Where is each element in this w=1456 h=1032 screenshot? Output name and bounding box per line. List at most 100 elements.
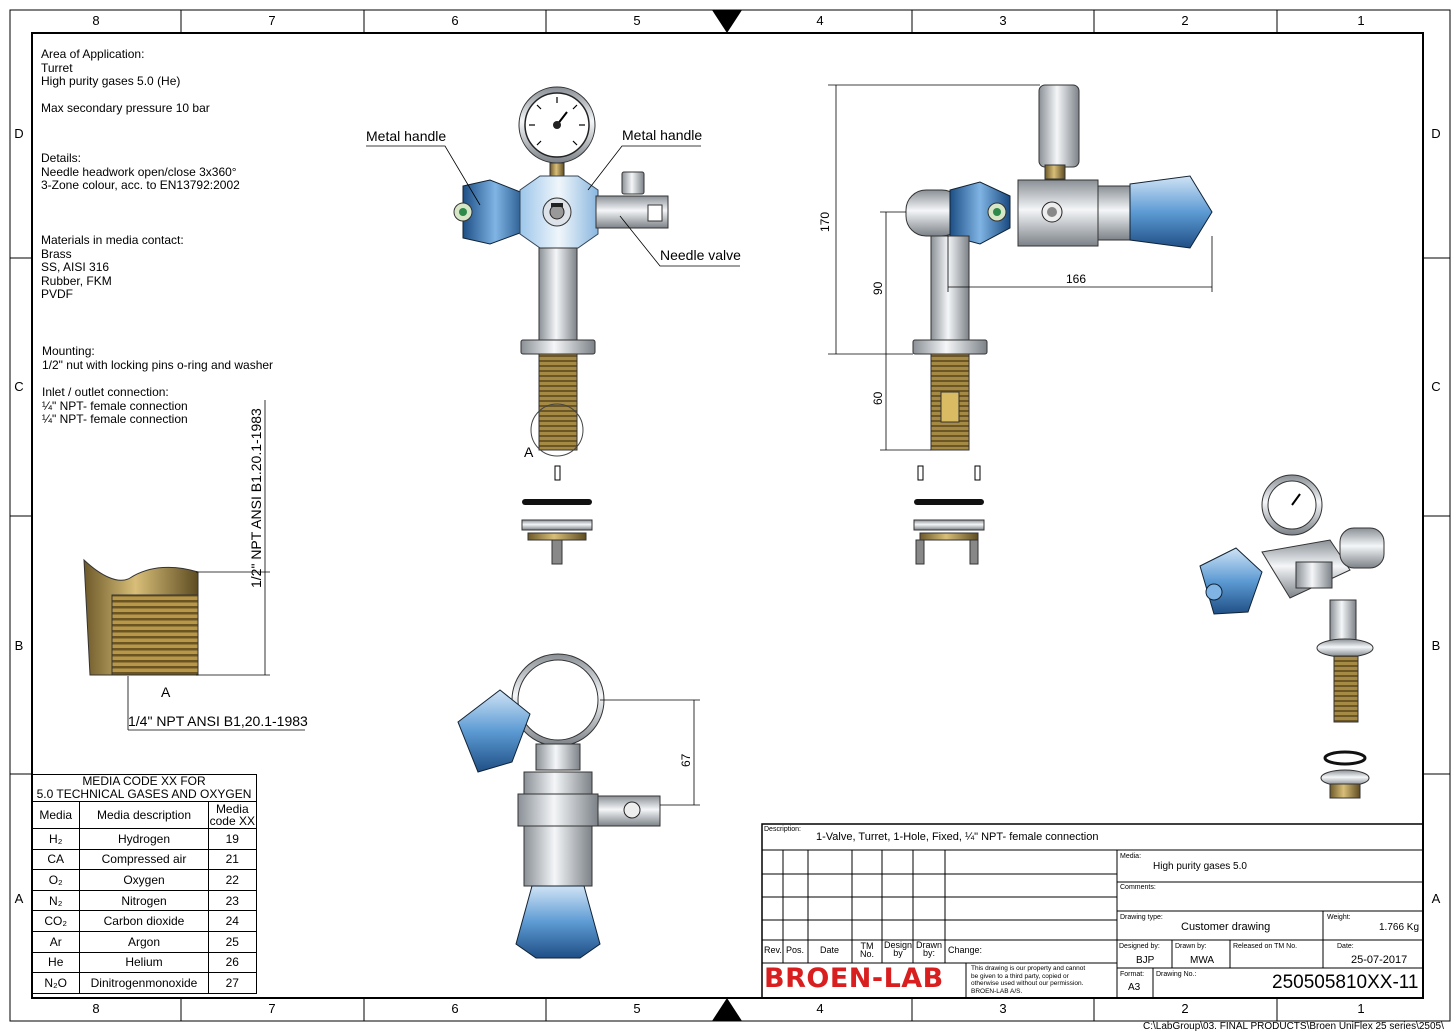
cell-code: 25: [207, 930, 258, 953]
max-pressure: Max secondary pressure 10 bar: [41, 101, 210, 115]
cell-media: He: [30, 951, 81, 974]
callout-metal-handle-right: Metal handle: [622, 127, 703, 143]
side-dimensions: [828, 84, 1213, 451]
callout-half-inch-thread: 1/2" NPT ANSI B1.20.1-1983: [248, 408, 264, 588]
callout-needle-valve: Needle valve: [660, 247, 741, 263]
cell-media: Ar: [30, 930, 81, 953]
drawing-type-value: Customer drawing: [1181, 921, 1271, 933]
designed-by-value: BJP: [1136, 955, 1155, 966]
cell-description: Nitrogen: [79, 889, 209, 912]
mounting-title: Mounting:: [42, 344, 95, 358]
col-label-2-bottom: 2: [1181, 1001, 1189, 1016]
side-view: [905, 84, 1213, 565]
cell-code: 22: [207, 869, 258, 891]
rev-header-design: Design by: [883, 940, 912, 958]
table-title-line2: 5.0 TECHNICAL GASES AND OXYGEN: [36, 787, 252, 801]
iso-view: [1199, 474, 1385, 799]
cell-description: Compressed air: [79, 848, 209, 871]
details-line: Needle headwork open/close 3x360°: [41, 164, 237, 179]
materials-line: SS, AISI 316: [41, 260, 110, 274]
materials-title: Materials in media contact:: [41, 233, 184, 247]
details-line: 3-Zone colour, acc. to EN13792:2002: [41, 178, 240, 192]
dimension-60: 60: [871, 391, 885, 405]
detail-a-label: A: [161, 684, 171, 700]
row-label-a: A: [14, 891, 24, 906]
cell-description: Helium: [79, 951, 209, 974]
col-label-6-bottom: 6: [451, 1001, 459, 1016]
media-label: Media:: [1120, 853, 1142, 860]
detail-a-view: [83, 400, 305, 731]
row-label-c: C: [14, 379, 24, 394]
area-title: Area of Application:: [41, 47, 145, 61]
cell-description: Hydrogen: [79, 828, 209, 850]
cell-media: CO₂: [30, 910, 81, 932]
col-label-8: 8: [92, 13, 100, 28]
format-label: Format:: [1120, 971, 1145, 978]
table-header-row: Media Media description Media code XX: [30, 801, 258, 829]
materials-line: Rubber, FKM: [41, 273, 112, 288]
area-line: High purity gases 5.0 (He): [41, 74, 181, 88]
cell-description: Oxygen: [79, 869, 209, 891]
weight-value: 1.766 Kg: [1379, 922, 1420, 933]
comments-label: Comments:: [1120, 884, 1156, 891]
rev-header-drawn: Drawn by:: [915, 940, 942, 958]
date-value: 25-07-2017: [1351, 954, 1408, 966]
cell-description: Carbon dioxide: [79, 910, 209, 932]
media-value: High purity gases 5.0: [1153, 861, 1247, 872]
cell-code: 26: [207, 951, 258, 974]
drawing-no-label: Drawing No.:: [1156, 971, 1197, 978]
row-label-a-right: A: [1431, 891, 1441, 906]
notes-area: Area of Application: Turret High purity …: [41, 47, 181, 89]
drawn-by-label: Drawn by:: [1175, 943, 1207, 950]
row-label-b: B: [14, 638, 24, 653]
description-label: Description:: [764, 826, 801, 833]
details-title: Details:: [41, 151, 82, 165]
format-value: A3: [1128, 982, 1141, 993]
header-description: Media description: [79, 801, 209, 829]
cell-description: Argon: [79, 930, 209, 953]
cell-media: O₂: [30, 869, 81, 891]
header-media: Media: [30, 801, 81, 829]
center-mark-bottom: [712, 998, 742, 1021]
col-label-5: 5: [633, 13, 641, 28]
top-view: [457, 653, 700, 959]
cell-code: 19: [207, 828, 258, 850]
rev-header-tm: TM No.: [859, 941, 874, 959]
header-code: Media code XX: [207, 801, 258, 829]
rev-header-change: Change:: [948, 945, 983, 955]
cell-description: Dinitrogenmonoxide: [79, 972, 209, 994]
title-block-lines: [761, 823, 1424, 999]
row-label-d: D: [14, 126, 24, 141]
cell-code: 24: [207, 910, 258, 932]
inlet-title: Inlet / outlet connection:: [42, 385, 169, 399]
drawing-number: 250505810XX-11: [1272, 972, 1419, 993]
col-label-7-bottom: 7: [268, 1001, 276, 1016]
col-label-2: 2: [1181, 13, 1189, 28]
mounting-line: 1/2" nut with locking pins o-ring and wa…: [42, 357, 274, 372]
col-label-7: 7: [268, 13, 276, 28]
notes-inlet: Inlet / outlet connection: ¼" NPT- femal…: [42, 385, 188, 427]
col-label-1-bottom: 1: [1357, 1001, 1365, 1016]
inlet-line: ¼" NPT- female connection: [42, 412, 188, 426]
col-label-4-bottom: 4: [816, 1001, 824, 1016]
broen-lab-logo: BROEN-LAB: [764, 963, 944, 994]
front-view: [453, 86, 669, 565]
rev-header-rev: Rev.: [764, 945, 782, 955]
row-label-d-right: D: [1431, 126, 1441, 141]
table-title-row: MEDIA CODE XX FOR 5.0 TECHNICAL GASES AN…: [31, 774, 257, 802]
date-label: Date:: [1337, 943, 1354, 950]
rev-header-date: Date: [820, 945, 840, 955]
drawn-by-value: MWA: [1190, 955, 1215, 966]
cell-code: 23: [207, 889, 258, 912]
callout-quarter-inch-thread: 1/4" NPT ANSI B1,20.1-1983: [128, 713, 308, 729]
cell-media: CA: [30, 848, 81, 871]
media-code-table: MEDIA CODE XX FOR 5.0 TECHNICAL GASES AN…: [30, 774, 258, 994]
col-label-6: 6: [451, 13, 459, 28]
